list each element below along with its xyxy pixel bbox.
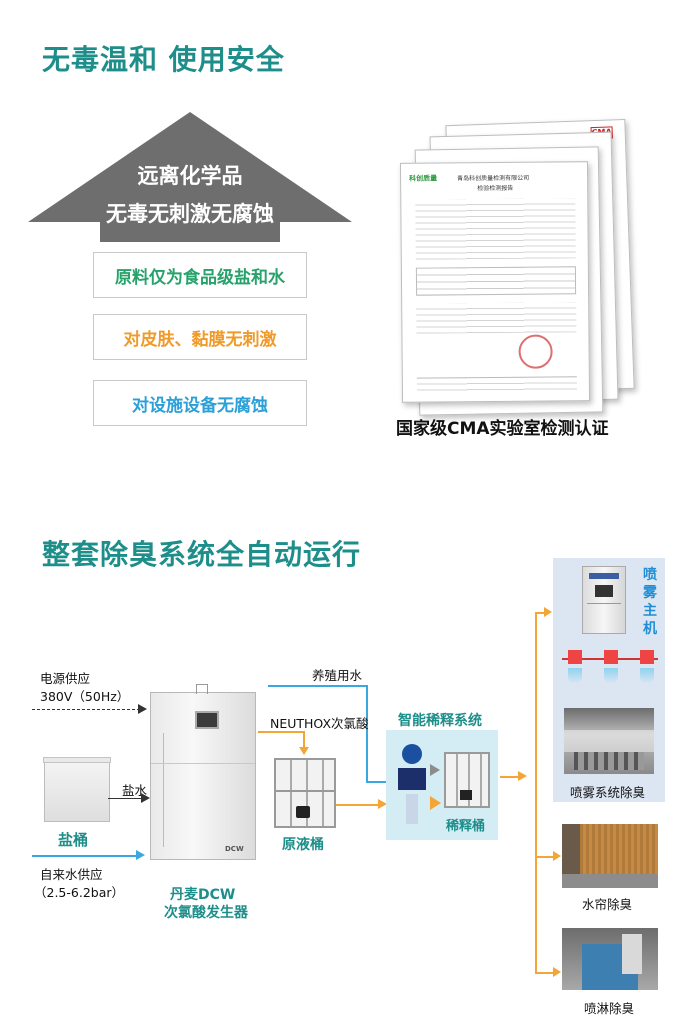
report-caption: 国家级CMA实验室检测认证 — [396, 419, 609, 439]
section1-title: 无毒温和 使用安全 — [42, 43, 285, 76]
power-label-1: 电源供应 — [40, 671, 91, 686]
neuthox-line-h — [258, 731, 304, 733]
dist-line-v — [535, 612, 537, 974]
feature-no-corrosion: 对设施设备无腐蚀 — [93, 380, 307, 426]
stock-tank-image — [274, 758, 336, 828]
feature-food-grade: 原料仅为食品级盐和水 — [93, 252, 307, 298]
feature-skin-safe: 对皮肤、黏膜无刺激 — [93, 314, 307, 360]
feature-no-corrosion-label: 对设施设备无腐蚀 — [132, 395, 268, 416]
dist-line-shower — [535, 972, 555, 974]
breeding-water-label: 养殖用水 — [312, 668, 363, 683]
shower-photo — [562, 928, 658, 990]
report-body-text — [415, 198, 576, 260]
power-arrowhead — [138, 704, 147, 714]
breeding-water-line-v — [366, 685, 368, 781]
spray-system-label: 喷雾系统除臭 — [570, 785, 646, 800]
dilution-arrow-gray — [430, 764, 440, 776]
dist-line-curtain — [535, 856, 555, 858]
tap-water-line — [32, 855, 138, 857]
flowmeter-image — [398, 744, 426, 830]
salt-water-line — [108, 798, 144, 799]
tap-label-1: 自来水供应 — [40, 867, 103, 882]
report-stack: CMA 科创质量 青岛科创质量检测有限公司 检验检测报告 — [395, 118, 645, 416]
dilution-arrow-orange — [430, 796, 441, 810]
section2-title: 整套除臭系统全自动运行 — [42, 538, 362, 571]
dist-arrowhead-curtain — [553, 851, 561, 861]
generator-label-2: 次氯酸发生器 — [164, 905, 248, 921]
tap-water-arrowhead — [136, 850, 145, 860]
spray-nozzles-image — [562, 650, 658, 686]
neuthox-line-v — [303, 731, 305, 749]
report-footer — [416, 376, 577, 392]
dist-arrowhead-shower — [553, 967, 561, 977]
report-notes — [416, 302, 577, 334]
report-sheet-front: 科创质量 青岛科创质量检测有限公司 检验检测报告 — [399, 161, 591, 403]
up-arrow-shape — [28, 112, 352, 242]
dist-arrowhead-out — [518, 771, 527, 781]
stock-line — [336, 804, 380, 806]
tap-label-2: （2.5-6.2bar） — [34, 885, 125, 900]
generator-brand: DCW — [225, 845, 244, 853]
curtain-photo — [562, 824, 658, 888]
salt-tank-label: 盐桶 — [58, 831, 89, 849]
generator-label-1: 丹麦DCW — [170, 887, 236, 903]
breeding-water-line-in — [366, 781, 392, 783]
arrow-line-2: 无毒无刺激无腐蚀 — [106, 202, 274, 226]
dilution-system-label: 智能稀释系统 — [398, 713, 482, 729]
spray-barn-photo — [564, 708, 654, 774]
feature-food-grade-label: 原料仅为食品级盐和水 — [115, 267, 285, 288]
dilution-tank-image — [444, 752, 490, 808]
power-label-2: 380V（50Hz） — [40, 689, 130, 704]
neuthox-label: NEUTHOX次氯酸 — [270, 716, 369, 731]
stock-tank-label: 原液桶 — [282, 837, 324, 853]
shower-label: 喷淋除臭 — [584, 1001, 635, 1016]
spray-host-label: 喷雾主机 — [643, 567, 657, 637]
power-line — [32, 709, 140, 710]
report-doc-title: 检验检测报告 — [477, 184, 514, 193]
report-brand: 科创质量 — [409, 174, 438, 183]
neuthox-arrowhead — [299, 747, 309, 755]
stock-arrowhead — [378, 799, 387, 809]
dilution-tank-label: 稀释桶 — [446, 819, 486, 834]
spray-host-image — [582, 566, 626, 634]
salt-water-label: 盐水 — [122, 783, 148, 798]
report-org: 青岛科创质量检测有限公司 — [457, 174, 530, 183]
generator-image: DCW — [150, 692, 256, 860]
curtain-label: 水帘除臭 — [582, 897, 633, 912]
dist-arrowhead-spray — [544, 607, 552, 617]
feature-skin-safe-label: 对皮肤、黏膜无刺激 — [123, 329, 277, 350]
breeding-water-line-h — [268, 685, 366, 687]
dist-line-spray — [535, 612, 545, 614]
dist-line-out — [500, 776, 520, 778]
report-table — [415, 266, 577, 296]
report-stamp — [518, 334, 553, 369]
arrow-line-1: 远离化学品 — [137, 164, 243, 188]
salt-tank-image — [43, 757, 111, 822]
salt-water-arrowhead — [141, 793, 150, 803]
